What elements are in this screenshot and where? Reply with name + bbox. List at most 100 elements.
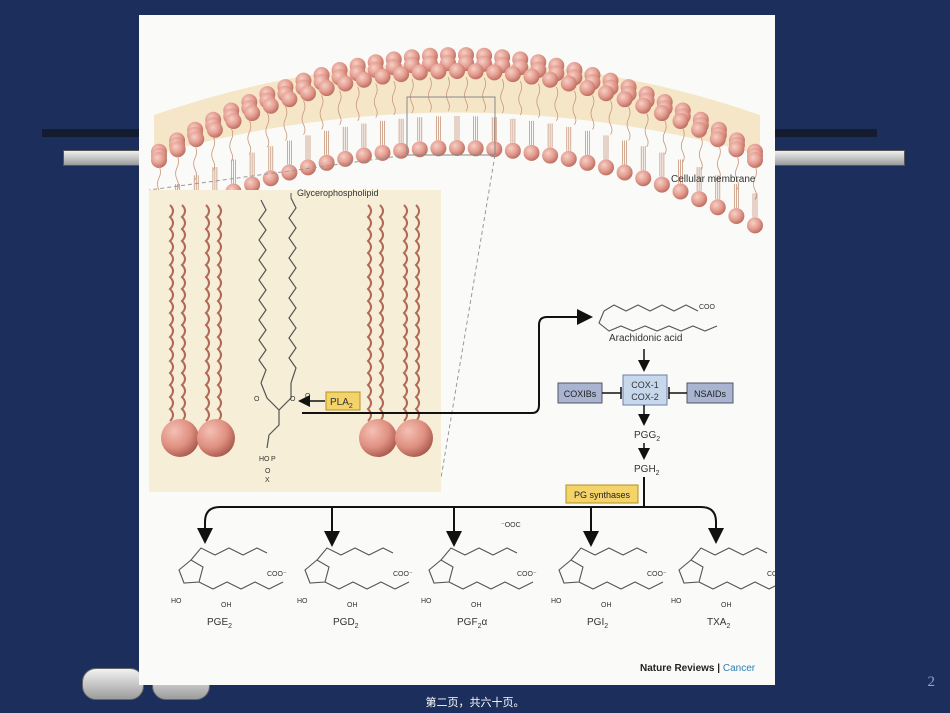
membrane-head: [337, 75, 354, 92]
x-label: X: [265, 477, 270, 484]
journal-label: Nature Reviews | Cancer: [640, 663, 756, 674]
membrane-head: [430, 140, 447, 157]
membrane-head: [635, 170, 652, 187]
coo-label: COO⁻: [517, 571, 537, 578]
fatty-acid-tail: [180, 204, 186, 422]
membrane-head: [728, 141, 745, 158]
svg-text:COO: COO: [699, 304, 716, 311]
membrane-head: [300, 159, 316, 176]
membrane-head: [244, 105, 261, 122]
membrane-head: [355, 147, 372, 164]
product-label: TXA2: [707, 617, 730, 630]
membrane-head: [672, 113, 689, 130]
coo-label: COO⁻: [267, 571, 287, 578]
fatty-acid-tail: [402, 204, 408, 422]
ho-label: HO: [259, 456, 270, 463]
membrane-head: [188, 131, 205, 148]
membrane-head: [672, 183, 689, 200]
membrane-head: [523, 144, 540, 161]
fatty-acid-tail: [204, 204, 210, 422]
ho-label: HO: [171, 598, 182, 605]
membrane-head: [337, 150, 354, 167]
membrane-head: [728, 208, 745, 225]
zoom-line-left: [148, 154, 408, 191]
fatty-acid-tail: [414, 204, 420, 422]
membrane-head: [318, 154, 335, 171]
membrane-head: [374, 68, 391, 85]
membrane-head: [747, 217, 763, 234]
ho-label: HO: [421, 598, 432, 605]
membrane-head: [709, 199, 726, 216]
membrane-head: [691, 191, 708, 208]
ho-label: HO: [671, 598, 682, 605]
membrane-head: [560, 75, 577, 92]
membrane-head: [709, 131, 726, 148]
oh-label: OH: [221, 602, 232, 609]
arachidonic-label: Arachidonic acid: [609, 333, 682, 344]
fatty-acid-tail: [366, 204, 372, 422]
membrane-head: [169, 141, 186, 158]
pla2-label: PLA2: [330, 397, 353, 410]
membrane-head: [598, 85, 614, 102]
membrane-head: [318, 80, 335, 97]
phospholipid-closeup: O O O HO P O X Glycerophospholipid: [149, 188, 441, 492]
membrane-head: [393, 142, 410, 159]
release-arrow: [302, 309, 593, 414]
coo-label: COO⁻: [767, 571, 775, 578]
figure-panel: Cellular membrane O O O HO P O X Glycero…: [139, 15, 787, 685]
membrane-head: [262, 97, 279, 114]
membrane-head: [244, 176, 261, 193]
cox-box: [622, 374, 668, 406]
svg-text:O: O: [290, 396, 296, 403]
cox1-label: COX-1: [631, 380, 659, 390]
membrane-head: [616, 91, 633, 108]
ho-label: HO: [297, 598, 308, 605]
ho-label: HO: [551, 598, 562, 605]
membrane-head: [542, 147, 559, 164]
p-label: P: [271, 456, 276, 463]
pgh2-label: PGH2: [634, 464, 660, 477]
cellular-membrane: [151, 47, 763, 234]
membrane-head: [504, 142, 521, 159]
membrane-head: [560, 150, 577, 167]
membrane-head: [374, 144, 391, 161]
oh-label: OH: [347, 602, 358, 609]
prev-slide-button[interactable]: [82, 668, 144, 700]
lipid-head: [395, 419, 433, 457]
membrane-head: [467, 140, 484, 157]
fatty-acid-tail: [216, 204, 222, 422]
membrane-label: Cellular membrane: [671, 174, 756, 185]
membrane-head: [411, 64, 428, 81]
membrane-head: [467, 63, 484, 80]
membrane-head: [411, 141, 428, 158]
lipid-head: [161, 419, 199, 457]
page-number: 2: [927, 674, 936, 690]
oh-label: OH: [601, 602, 612, 609]
membrane-head: [653, 105, 670, 122]
membrane-head: [616, 164, 633, 181]
membrane-head: [486, 64, 503, 81]
membrane-head: [393, 66, 410, 83]
membrane-head: [523, 68, 540, 85]
membrane-head: [281, 91, 298, 108]
fatty-acid-tail: [168, 204, 174, 422]
membrane-head: [225, 113, 242, 130]
zoom-line-right: [438, 154, 496, 491]
pg-synthases-box: [565, 484, 639, 504]
membrane-head: [449, 140, 465, 156]
pgg2-label: PGG2: [634, 430, 660, 443]
product-label: PGD2: [333, 617, 359, 630]
glycerophospholipid-label: Glycerophospholipid: [297, 188, 379, 198]
membrane-head: [486, 141, 503, 158]
coo-label: COO⁻: [393, 571, 413, 578]
pg-synthases-label: PG synthases: [574, 490, 631, 500]
pla2-box: [325, 391, 361, 411]
coo-label: COO⁻: [647, 571, 667, 578]
membrane-head: [430, 63, 447, 80]
slide-footer: 第二页，共六十页。: [425, 697, 525, 709]
svg-text:O: O: [254, 396, 260, 403]
membrane-head: [300, 85, 316, 102]
